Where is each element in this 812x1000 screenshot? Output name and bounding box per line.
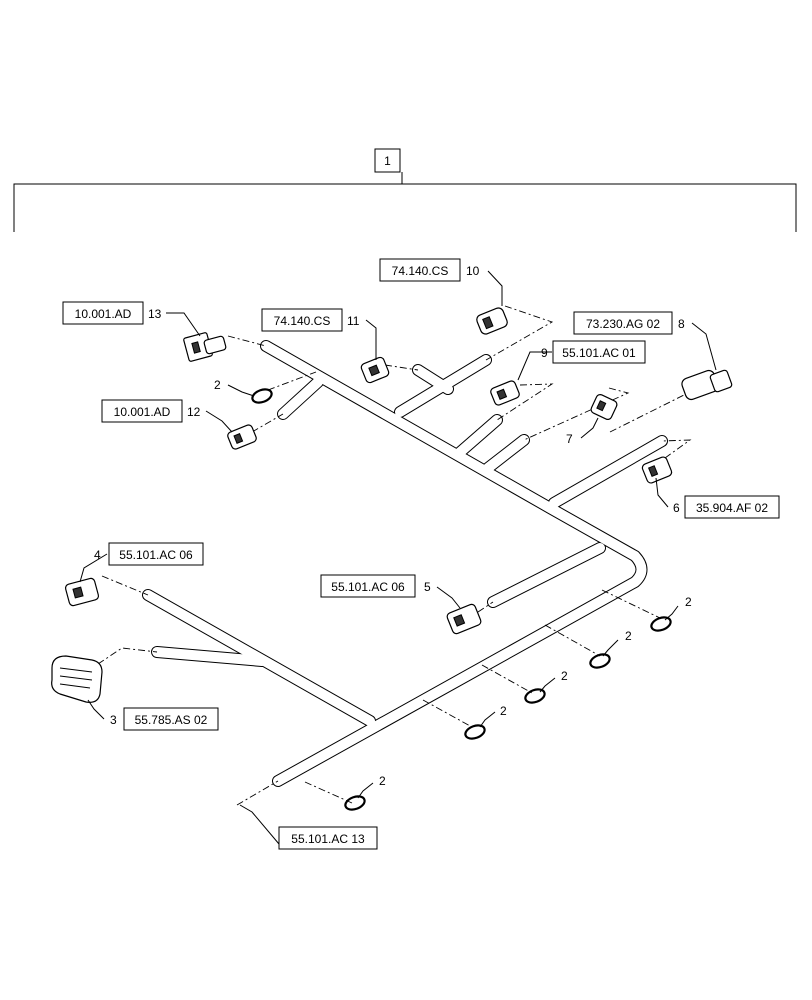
connector-7 [590,394,618,420]
callout-8: 73.230.AG 02 8 [573,311,685,335]
callout-3-number: 3 [110,713,117,727]
wiring-harness [142,340,668,787]
callout-4-number: 4 [94,548,101,562]
callout-6-ref: 35.904.AF 02 [696,501,768,515]
callout-11-box [261,308,343,332]
callout-5-box [320,574,416,598]
clip-1 [251,388,273,404]
clip-6 [344,795,366,811]
callout-5: 55.101.AC 06 5 [320,574,431,598]
callout-6-box [684,495,780,519]
clip-3-label: 2 [625,629,632,643]
callout-3-box [123,707,219,731]
callout-3-ref: 55.785.AS 02 [135,713,208,727]
callout-8-ref: 73.230.AG 02 [586,317,660,331]
connector-9 [490,380,520,406]
clip-4 [524,688,546,704]
clip-1-label: 2 [214,378,221,392]
clip-2 [650,616,672,632]
callout-13: 10.001.AD 13 [62,301,162,325]
callout-9-box [552,340,646,364]
callout-7-number: 7 [566,432,573,446]
callout-10-box [379,258,461,282]
clip-5 [464,724,486,740]
callout-harness-end-ref: 55.101.AC 13 [291,832,365,846]
callout-12: 10.001.AD 12 [101,399,201,423]
clip-4-label: 2 [561,669,568,683]
connector-13 [183,332,227,362]
callout-8-box [573,311,673,335]
clip-6-label: 2 [379,774,386,788]
callout-11-number: 11 [347,314,360,328]
clip-5-label: 2 [500,704,507,718]
callout-4-ref: 55.101.AC 06 [119,548,193,562]
callout-harness-end-box [278,826,378,850]
connector-12 [227,424,257,450]
connector-11 [360,356,390,384]
callout-10-ref: 74.140.CS [392,264,449,278]
connector-4 [64,577,100,607]
harness-trunk [260,340,648,787]
callout-harness-end: 55.101.AC 13 [278,826,378,850]
clip-2-label: 2 [685,595,692,609]
clip-3 [589,653,611,669]
connector-5 [446,603,482,635]
assembly-item-box [374,148,401,173]
callout-11: 74.140.CS 11 [261,308,360,332]
leader-lines [79,270,717,845]
callout-13-number: 13 [148,307,162,321]
callout-10: 74.140.CS 10 [379,258,480,282]
callout-10-number: 10 [466,264,480,278]
callout-5-number: 5 [424,580,431,594]
callout-6-number: 6 [673,501,680,515]
callout-6: 6 35.904.AF 02 [673,495,780,519]
callout-7: 7 [566,432,573,446]
connector-3 [51,655,103,703]
callout-3: 3 55.785.AS 02 [110,707,219,731]
assembly-item-number: 1 [384,154,391,168]
callout-12-ref: 10.001.AD [114,405,171,419]
connector-10 [476,307,508,335]
callout-5-ref: 55.101.AC 06 [331,580,405,594]
callout-4-box [108,542,204,566]
callout-4: 4 55.101.AC 06 [94,542,204,566]
assembly-bracket: 1 [13,148,797,232]
callout-12-box [101,399,183,423]
callout-9-ref: 55.101.AC 01 [562,346,636,360]
callout-12-number: 12 [187,405,201,419]
callout-13-ref: 10.001.AD [75,307,132,321]
connector-8 [681,369,733,401]
callout-13-box [62,301,144,325]
connection-lines [97,305,692,806]
callout-8-number: 8 [678,317,685,331]
callout-11-ref: 74.140.CS [274,314,331,328]
callout-9-number: 9 [541,346,548,360]
connector-6 [641,456,673,484]
callout-9: 9 55.101.AC 01 [541,340,646,364]
